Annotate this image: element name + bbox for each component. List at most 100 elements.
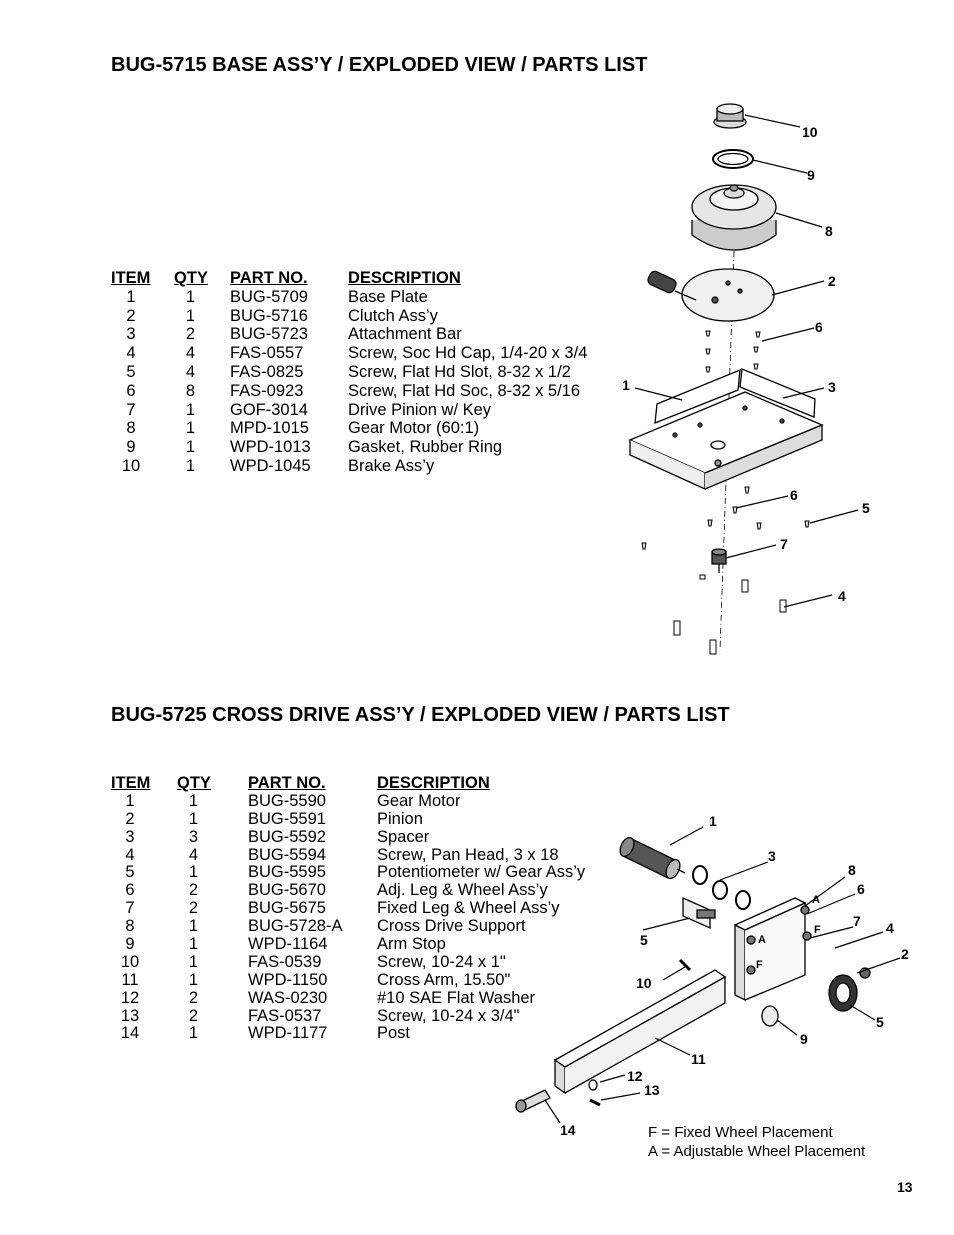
- item-number: 14: [120, 1024, 140, 1043]
- description: Attachment Bar: [348, 325, 462, 344]
- item-number: 1: [125, 791, 135, 810]
- header-part: PART NO.: [248, 774, 326, 792]
- socket-screws-drawing: [673, 574, 787, 655]
- qty: 1: [188, 952, 199, 971]
- cross-gear-motor-drawing: [619, 836, 686, 880]
- post-drawing: [515, 1089, 551, 1113]
- cross-drive-exploded-view: 1 3 8 6 7 4 2 5 10 9 5 11 12 13 14 A F A…: [515, 813, 909, 1138]
- description: Post: [377, 1024, 411, 1043]
- item-number: 5: [126, 362, 136, 381]
- item-number: 10: [120, 952, 140, 971]
- part-number: WPD-1045: [230, 456, 311, 475]
- callout-6: 6: [815, 319, 823, 335]
- description: Screw, Flat Hd Soc, 8-32 x 5/16: [348, 381, 581, 400]
- spacers-drawing: [692, 865, 751, 910]
- part-number: WPD-1150: [248, 970, 328, 989]
- callout-5: 5: [640, 932, 648, 948]
- callout-5: 5: [862, 500, 870, 516]
- description: Screw, Soc Hd Cap, 1/4-20 x 3/4: [348, 344, 588, 363]
- qty: 4: [185, 362, 196, 381]
- callout-6: 6: [857, 881, 865, 897]
- callout-8: 8: [848, 862, 856, 878]
- part-number: BUG-5595: [248, 863, 326, 882]
- description: Adj. Leg & Wheel Ass’y: [377, 881, 548, 900]
- callout-1: 1: [622, 377, 630, 393]
- item-number: 8: [125, 917, 135, 936]
- part-number: FAS-0923: [230, 381, 304, 400]
- description: Brake Ass’y: [348, 456, 435, 475]
- description: Gear Motor (60:1): [348, 419, 480, 438]
- callout-13: 13: [644, 1082, 660, 1098]
- item-number: 9: [125, 935, 135, 954]
- letter-f-2: F: [756, 959, 763, 971]
- part-number: BUG-5709: [230, 287, 308, 306]
- part-number: FAS-0537: [248, 1006, 322, 1025]
- callout-14: 14: [560, 1122, 576, 1138]
- part-number: WAS-0230: [248, 988, 328, 1007]
- part-number: FAS-0557: [230, 344, 304, 363]
- callout-6b: 6: [790, 487, 798, 503]
- part-number: BUG-5594: [248, 845, 326, 864]
- callout-3: 3: [828, 379, 836, 395]
- qty: 2: [188, 881, 199, 900]
- description: Fixed Leg & Wheel Ass’y: [377, 899, 560, 918]
- item-number: 3: [126, 325, 136, 344]
- qty: 2: [188, 988, 199, 1007]
- qty: 1: [188, 1024, 199, 1043]
- description: Base Plate: [348, 287, 428, 306]
- table-row: 8 1 BUG-5728-A Cross Drive Support: [111, 917, 585, 936]
- qty: 1: [188, 809, 199, 828]
- letter-f-1: F: [814, 924, 821, 936]
- part-number: BUG-5592: [248, 827, 326, 846]
- description: #10 SAE Flat Washer: [377, 988, 536, 1007]
- header-description: DESCRIPTION: [377, 774, 490, 792]
- description: Screw, 10-24 x 3/4": [377, 1006, 520, 1025]
- item-number: 6: [126, 381, 136, 400]
- page-number: 13: [897, 1179, 913, 1195]
- part-number: GOF-3014: [230, 400, 308, 419]
- screw-10-drawing: [678, 958, 692, 972]
- description: Clutch Ass’y: [348, 306, 438, 325]
- qty: 1: [185, 438, 196, 457]
- screws-lower-drawing: [641, 486, 810, 550]
- qty: 2: [185, 325, 196, 344]
- item-number: 1: [126, 287, 136, 306]
- callout-11: 11: [691, 1051, 706, 1067]
- gasket-drawing: [712, 149, 754, 169]
- section2-title: BUG-5725 CROSS DRIVE ASS’Y / EXPLODED VI…: [111, 704, 730, 726]
- item-number: 2: [126, 306, 136, 325]
- qty: 1: [188, 935, 199, 954]
- part-number: BUG-5675: [248, 899, 326, 918]
- cross-drive-support-drawing: [733, 897, 812, 1002]
- drive-pinion-drawing: [711, 548, 727, 573]
- callout-10: 10: [636, 975, 652, 991]
- description: Screw, Pan Head, 3 x 18: [377, 845, 559, 864]
- qty: 1: [188, 917, 199, 936]
- description: Cross Drive Support: [377, 917, 526, 936]
- callout-5b: 5: [876, 1014, 884, 1030]
- callout-1: 1: [709, 813, 717, 829]
- legend-fixed: F = Fixed Wheel Placement: [648, 1124, 833, 1141]
- item-number: 2: [125, 809, 135, 828]
- table-header: ITEM QTY PART NO. DESCRIPTION: [111, 774, 585, 793]
- gear-motor-drawing: [691, 184, 777, 251]
- part-number: BUG-5728-A: [248, 917, 343, 936]
- item-number: 4: [126, 344, 136, 363]
- callout-labels: 10 9 8 2 6 1 3 6 5 7 4: [622, 124, 870, 604]
- callout-9: 9: [807, 167, 815, 183]
- callout-10: 10: [802, 124, 818, 140]
- item-number: 8: [126, 419, 136, 438]
- callout-4: 4: [886, 920, 894, 936]
- part-number: FAS-0825: [230, 362, 304, 381]
- header-qty: QTY: [174, 269, 208, 287]
- callout-3: 3: [768, 848, 776, 864]
